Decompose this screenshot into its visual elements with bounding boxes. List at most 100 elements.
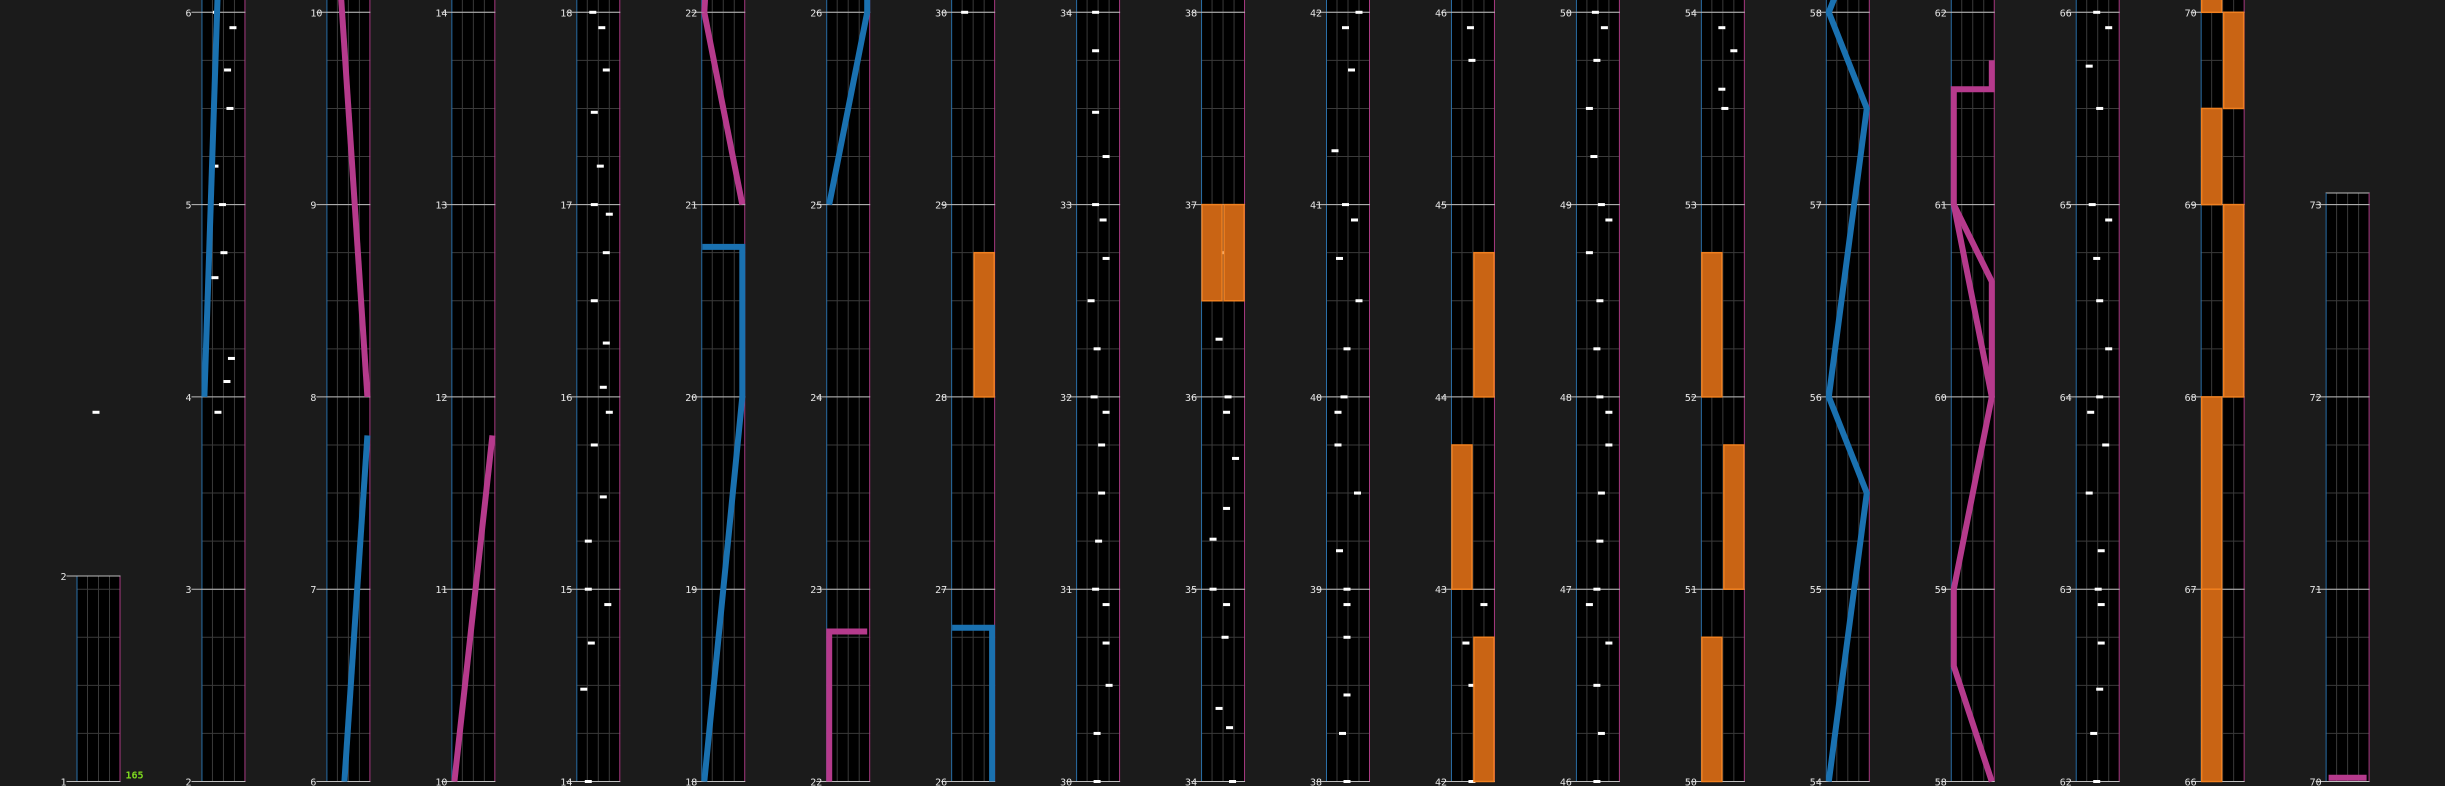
tap-note (1343, 347, 1351, 351)
measure-number: 10 (435, 778, 447, 786)
tap-note (605, 212, 613, 216)
tap-note (598, 26, 606, 30)
tap-note (1340, 395, 1348, 399)
measure-number: 35 (1185, 585, 1197, 596)
hold-note (1451, 444, 1473, 590)
measure-number: 57 (1810, 201, 1822, 212)
measure-number: 7 (310, 585, 316, 596)
measure-number: 28 (935, 393, 947, 404)
tap-note (1597, 203, 1605, 207)
tap-note (599, 495, 607, 499)
tap-note (2097, 549, 2105, 553)
tap-note (1092, 110, 1100, 114)
tap-note (224, 68, 232, 72)
tap-note (2088, 203, 2096, 207)
measure-number: 15 (560, 585, 572, 596)
tap-note (1730, 49, 1738, 53)
measure-number: 69 (2185, 201, 2197, 212)
measure-number: 21 (685, 201, 697, 212)
tap-note (1209, 537, 1217, 541)
tap-note (584, 780, 592, 783)
lane-column-16 (1950, 0, 1995, 782)
tap-note (1093, 780, 1101, 783)
tap-note (229, 26, 237, 30)
tap-note (1343, 635, 1351, 639)
tap-note (1585, 251, 1593, 255)
tap-note (1092, 10, 1100, 14)
tap-note (596, 164, 604, 168)
tap-note (1215, 706, 1223, 710)
tap-note (1593, 347, 1601, 351)
hold-note (2222, 11, 2245, 110)
measure-number: 36 (1185, 393, 1197, 404)
measure-number: 41 (1310, 201, 1322, 212)
hold-note (1701, 636, 1723, 783)
measure-number: 24 (810, 393, 822, 404)
tap-note (1585, 106, 1593, 110)
measure-number: 47 (1560, 585, 1572, 596)
measure-number: 60 (1935, 393, 1947, 404)
tap-note (605, 410, 613, 414)
tap-note (1099, 218, 1107, 222)
tap-note (2093, 780, 2101, 783)
hold-note (1473, 636, 1495, 783)
tap-note (1590, 155, 1598, 159)
measure-number: 8 (310, 393, 316, 404)
measure-number: 11 (435, 585, 447, 596)
tap-note (1226, 726, 1234, 730)
tap-note (1468, 58, 1476, 62)
tap-note (1095, 539, 1103, 543)
hold-note (973, 251, 995, 398)
tap-note (1343, 587, 1351, 591)
tap-note (590, 203, 598, 207)
tap-note (2085, 491, 2093, 495)
tap-note (1098, 491, 1106, 495)
tap-note (1343, 780, 1351, 783)
measure-number: 44 (1435, 393, 1447, 404)
slide-path (701, 243, 746, 782)
tap-note (1102, 410, 1110, 414)
tap-note (1468, 683, 1476, 687)
tap-note (1342, 26, 1349, 30)
measure-number: 38 (1310, 778, 1322, 786)
slide-path (341, 435, 371, 782)
tap-note (1334, 410, 1342, 414)
tap-note (604, 603, 612, 607)
tap-note (1721, 106, 1729, 110)
measure-number: 50 (1560, 8, 1572, 19)
tap-note (1593, 587, 1601, 591)
tap-note (1090, 395, 1098, 399)
tap-note (1593, 58, 1601, 62)
tap-note (220, 251, 228, 255)
measure-number: 10 (310, 8, 322, 19)
tap-note (584, 587, 592, 591)
measure-number: 37 (1185, 201, 1197, 212)
tap-note (1718, 87, 1726, 91)
tap-note (1229, 780, 1237, 783)
hold-note (2200, 588, 2223, 783)
tap-note (2096, 106, 2104, 110)
tap-note (1468, 780, 1476, 783)
slide-path (826, 628, 868, 782)
measure-number: 42 (1310, 8, 1322, 19)
tap-note (1087, 299, 1095, 303)
tap-note (1102, 155, 1110, 159)
tap-note (1596, 395, 1604, 399)
measure-number: 17 (560, 201, 572, 212)
measure-number: 30 (1060, 778, 1072, 786)
tap-note (1223, 506, 1231, 510)
tap-note (1593, 683, 1601, 687)
tap-note (602, 68, 610, 72)
lane-column-1 (76, 575, 121, 782)
tap-note (226, 106, 234, 110)
measure-number: 5 (185, 201, 191, 212)
tap-note (580, 687, 588, 691)
tap-note (1466, 26, 1474, 30)
lane-column-13 (1575, 0, 1620, 782)
measure-number: 63 (2060, 585, 2072, 596)
tap-note (1462, 641, 1470, 645)
hold-note (2222, 203, 2245, 398)
tap-note (1215, 337, 1223, 341)
tap-note (92, 410, 100, 414)
measure-number: 58 (1810, 8, 1822, 19)
